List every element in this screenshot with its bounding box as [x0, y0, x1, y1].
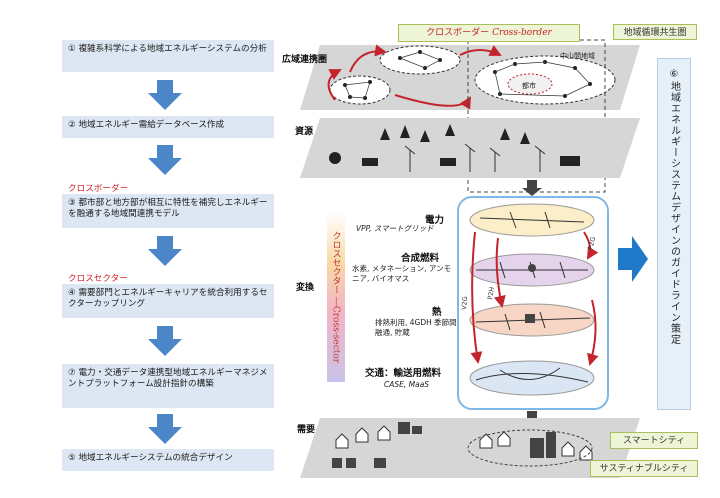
step-7-text: 電力・交通データ連携型地域エネルギーマネジメントプラットフォーム設計指針の構築: [68, 368, 268, 389]
layer-label-conversion: 変換: [296, 283, 315, 293]
step-2-number: ②: [68, 120, 76, 130]
step-5: ⑤ 地域エネルギーシステムの統合デザイン: [62, 449, 274, 471]
down-arrow-3: [148, 236, 182, 266]
city-label: 都市: [522, 81, 536, 90]
sustainable-city-tag: サスティナブルシティ: [590, 460, 698, 477]
layer-label-resource: 資源: [295, 127, 314, 137]
p2g-label: P2G: [586, 236, 597, 251]
step-7-number: ⑦: [68, 368, 76, 378]
step-3: ③ 都市部と地方部が相互に特性を補完しエネルギーを融通する地域間連携モデル: [62, 194, 274, 228]
p2h-label: P2H: [486, 286, 496, 300]
step-3-text: 都市部と地方部が相互に特性を補完しエネルギーを融通する地域間連携モデル: [68, 198, 268, 219]
conversion-synthetic-fuel-title: 合成燃料: [401, 253, 440, 264]
step-5-number: ⑤: [68, 453, 76, 463]
step-4: ④ 需要部門とエネルギーキャリアを統合利用するセクターカップリング: [62, 284, 274, 318]
step-4-number: ④: [68, 288, 76, 298]
cross-border-banner-jp: クロスボーダー: [426, 28, 490, 38]
cross-border-banner-en: Cross-border: [492, 28, 552, 38]
regional-circular-tag: 地域循環共生圏: [613, 24, 697, 40]
conversion-electricity-title: 電力: [425, 215, 445, 226]
step-1: ① 複雑系科学による地域エネルギーシステムの分析: [62, 40, 274, 72]
step-1-number: ①: [68, 44, 76, 54]
region-left: [329, 75, 391, 105]
city-zone: [507, 73, 553, 95]
conversion-heat-sub: 排熱利用, 4GDH 季節間融通, 貯蔵: [375, 318, 457, 337]
step-2-text: 地域エネルギー需給データベース作成: [78, 120, 225, 130]
step-5-text: 地域エネルギーシステムの統合デザイン: [78, 453, 233, 463]
conversion-heat-title: 熱: [432, 307, 442, 318]
mountain-area-label: 中山間地域: [560, 51, 595, 60]
step-3-number: ③: [68, 198, 76, 208]
down-arrow-1: [148, 80, 182, 110]
conversion-electricity-sub: VPP, スマートグリッド: [356, 224, 434, 233]
resource-to-conversion-arrow: [522, 180, 542, 196]
step-2: ② 地域エネルギー需給データベース作成: [62, 116, 274, 138]
region-middle: [379, 45, 461, 75]
guideline-side-title: ⑥地域エネルギーシステムデザインのガイドライン策定: [668, 69, 680, 345]
step-1-text: 複雑系科学による地域エネルギーシステムの分析: [78, 44, 267, 54]
cross-border-banner: クロスボーダー Cross-border: [398, 24, 580, 42]
cross-border-label: クロスボーダー: [68, 184, 129, 194]
cross-sector-label: クロスセクター: [68, 274, 128, 284]
step-7: ⑦ 電力・交通データ連携型地域エネルギーマネジメントプラットフォーム設計指針の構…: [62, 364, 274, 408]
step-4-text: 需要部門とエネルギーキャリアを統合利用するセクターカップリング: [68, 288, 268, 309]
demand-city-zone: [467, 429, 593, 467]
down-arrow-2: [148, 145, 182, 175]
conversion-synthetic-fuel-sub: 水素, メタネーション, アンモニア, バイオマス: [352, 264, 452, 283]
right-arrow: [618, 236, 648, 282]
plate-transport: [469, 360, 595, 396]
conversion-transport-title: 交通：輸送用燃料: [365, 368, 442, 379]
layer-label-demand: 需要: [297, 425, 316, 435]
conversion-transport-sub: CASE, MaaS: [384, 380, 430, 389]
layer-label-wide-area: 広域連携圏: [282, 55, 328, 65]
conversion-frame: [457, 196, 609, 410]
down-arrow-4: [148, 326, 182, 356]
demand-plate: [300, 418, 640, 478]
cross-sector-band: クロスセクター ―Cross-sector: [327, 212, 345, 382]
down-arrow-5: [148, 414, 182, 444]
guideline-side-box: ⑥地域エネルギーシステムデザインのガイドライン策定: [657, 58, 691, 410]
v2g-label: V2G: [460, 296, 469, 310]
cross-sector-band-text: クロスセクター ―Cross-sector: [330, 230, 341, 364]
smart-city-tag: スマートシティ: [610, 432, 698, 449]
